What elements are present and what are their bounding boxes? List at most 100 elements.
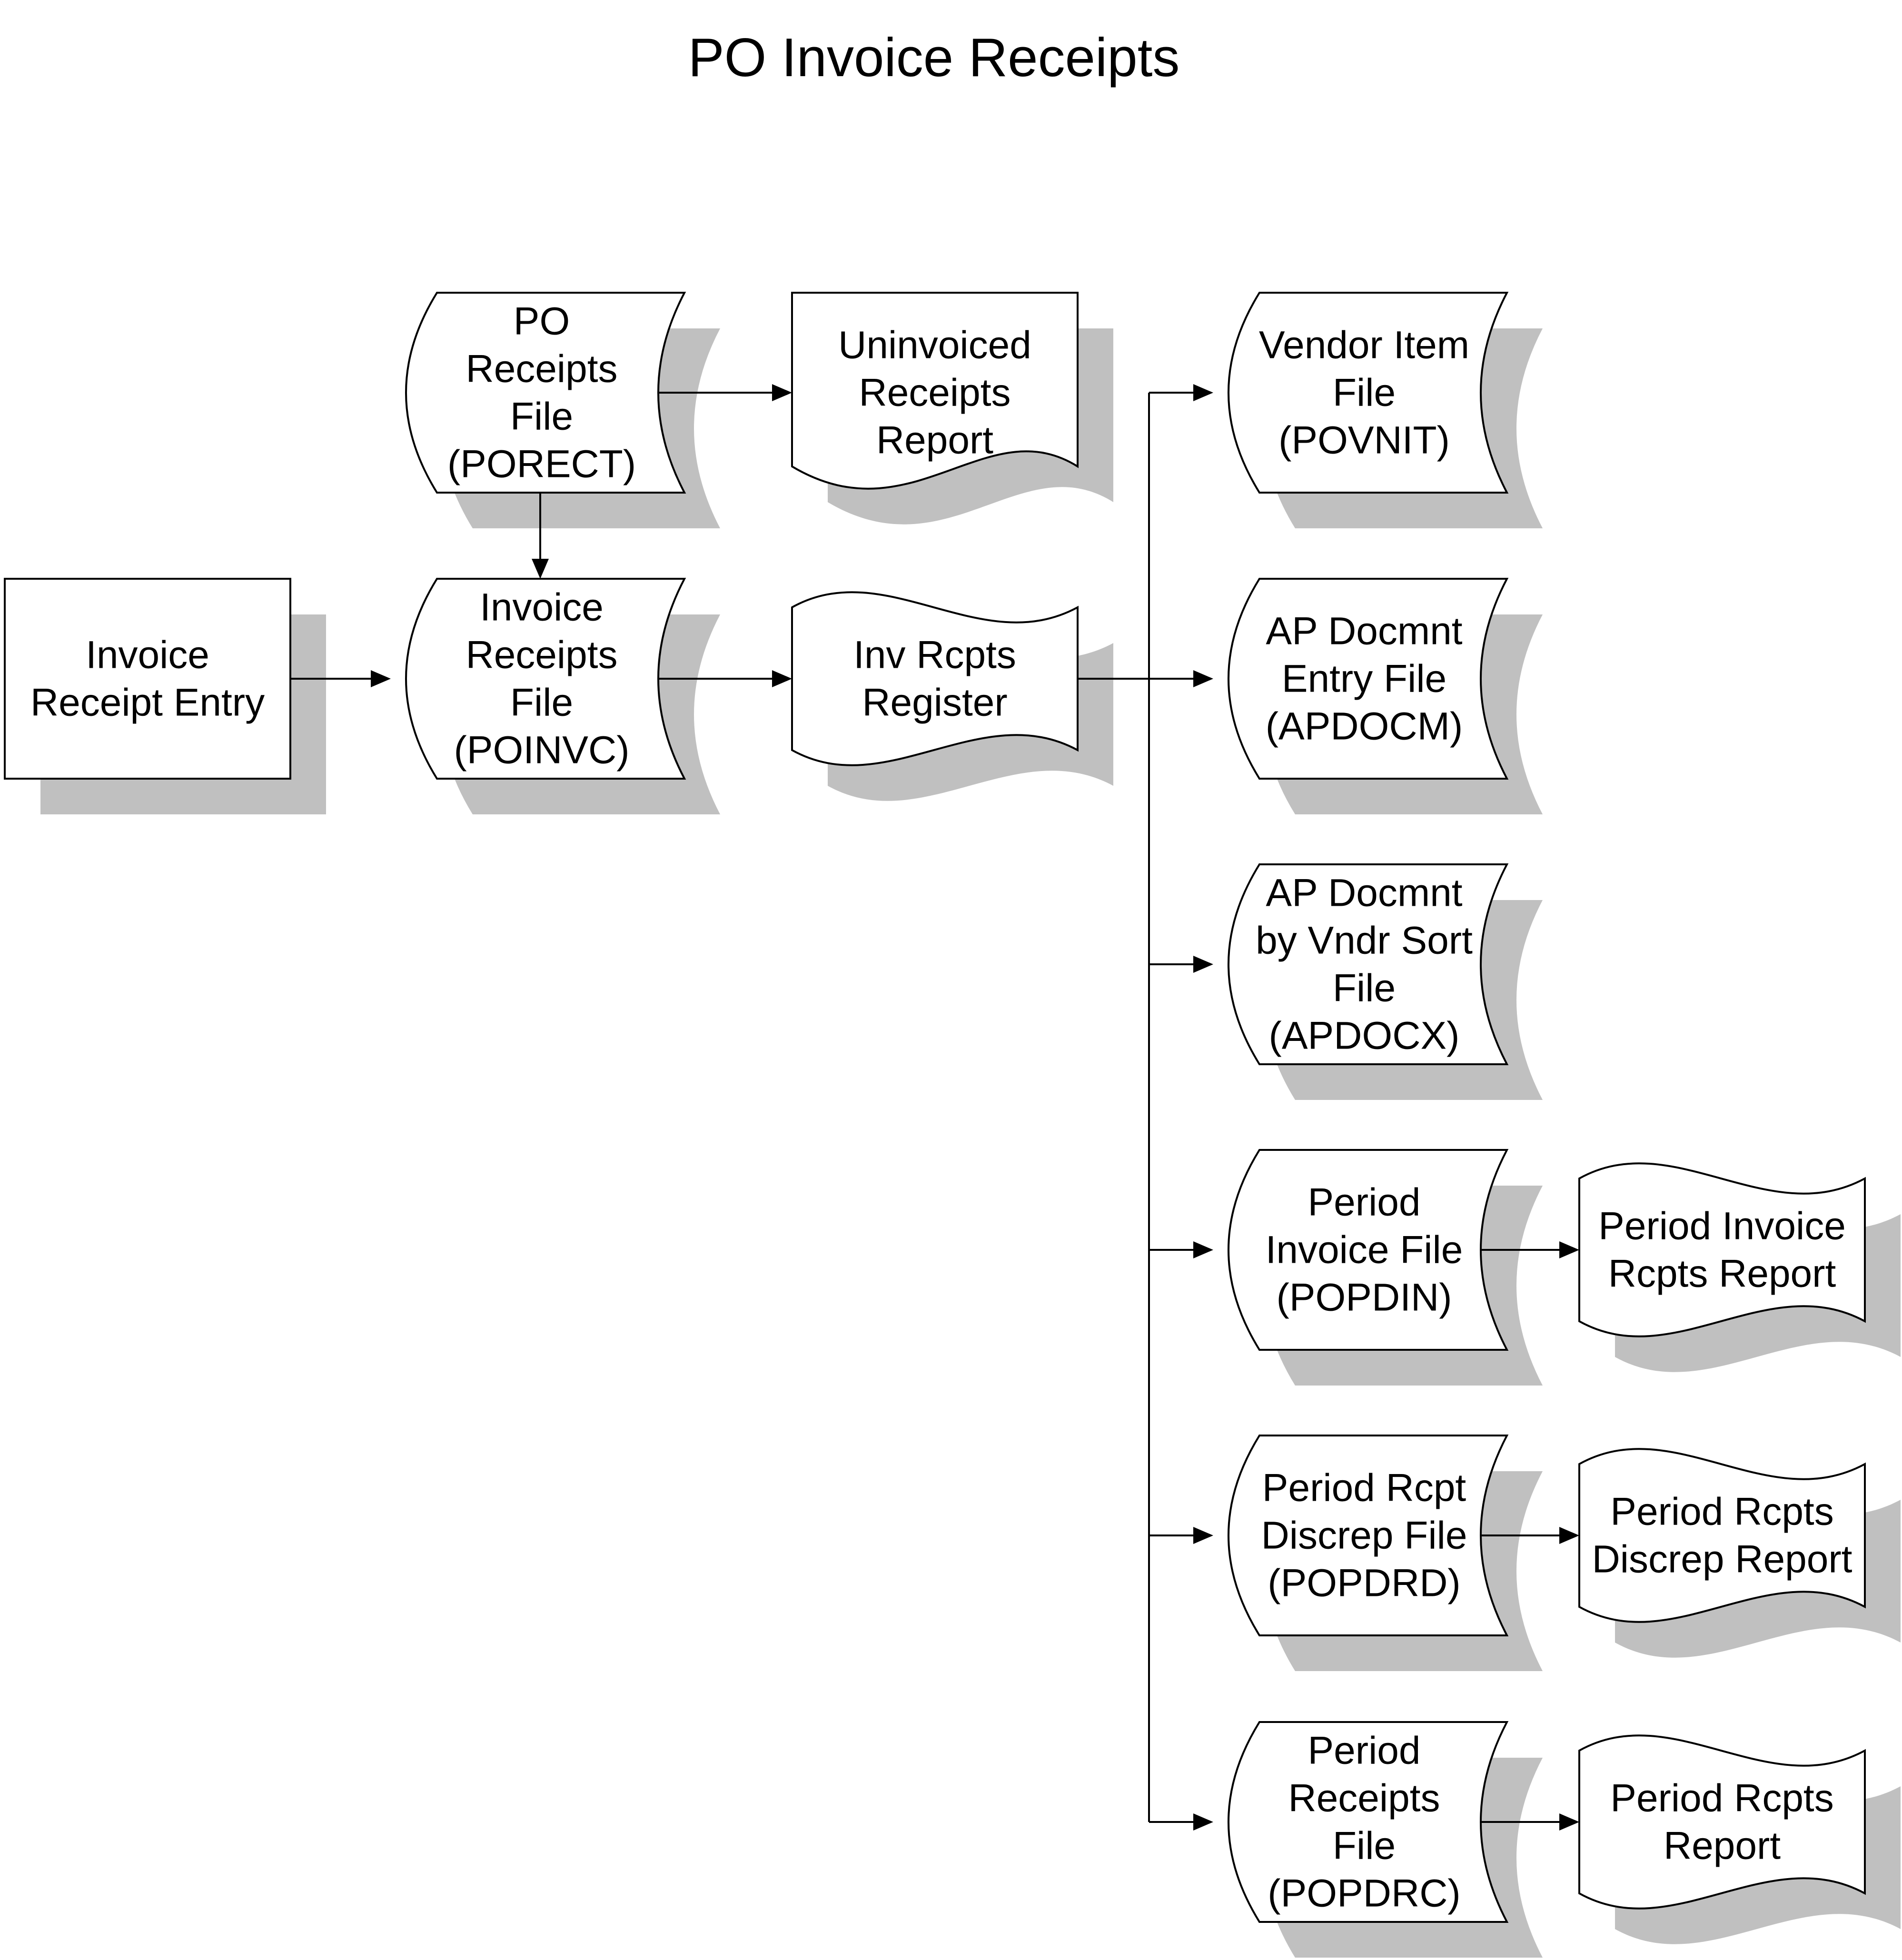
arrowhead: [371, 670, 391, 687]
po-receipts-file-label-line: File: [510, 395, 573, 438]
edge-period-rcpt-discrep-file-to-period-rcpts-discrep-report: [1481, 1527, 1579, 1544]
invoice-receipts-file-label-line: File: [510, 681, 573, 724]
arrowhead: [1193, 384, 1213, 401]
ap-docmnt-entry-file-label-line: Entry File: [1282, 657, 1446, 701]
period-invoice-rcpts-report-label-line: Rcpts Report: [1608, 1252, 1836, 1296]
punched-tape-shape: [791, 591, 1079, 766]
inv-rcpts-register-label-line: Register: [862, 681, 1007, 724]
period-invoice-rcpts-report-label-line: Period Invoice: [1598, 1205, 1846, 1248]
uninvoiced-receipts-report-label-line: Receipts: [859, 371, 1010, 415]
ap-docmnt-vndr-sort-file-label-line: (APDOCX): [1269, 1014, 1460, 1058]
edge-inv-rcpts-register-to-period-invoice-file: [1149, 1241, 1213, 1258]
uninvoiced-receipts-report-label-line: Report: [876, 419, 993, 462]
invoice-receipt-entry-label-line: Receipt Entry: [30, 681, 265, 724]
stored-data-shape: [1228, 1721, 1509, 1923]
edge-inv-rcpts-register-to-ap-docmnt-entry-file: [1149, 670, 1213, 687]
process-shape: [4, 578, 291, 780]
arrowhead: [1559, 1813, 1579, 1831]
period-rcpt-discrep-file-label-line: Discrep File: [1261, 1514, 1467, 1557]
po-receipts-file-label-line: Receipts: [466, 347, 617, 391]
period-rcpts-discrep-report-label-line: Period Rcpts: [1610, 1490, 1833, 1534]
arrowhead: [772, 670, 792, 687]
stored-data-shape: [1228, 578, 1509, 780]
vendor-item-file-label-line: File: [1333, 371, 1396, 415]
arrowhead: [1559, 1241, 1579, 1258]
period-receipts-file-label-line: File: [1333, 1824, 1396, 1868]
stored-data-shape: [405, 292, 686, 494]
arrowhead: [772, 384, 792, 401]
edge-invoice-receipts-file-to-inv-rcpts-register: [658, 670, 792, 687]
edge-period-receipts-file-to-period-rcpts-report: [1481, 1813, 1579, 1831]
period-rcpt-discrep-file-label-line: Period Rcpt: [1262, 1466, 1466, 1510]
period-invoice-file-label-line: (POPDIN): [1277, 1276, 1452, 1319]
stored-data-shape: [1228, 863, 1509, 1065]
arrowhead: [1193, 1527, 1213, 1544]
document-shape: [791, 292, 1079, 490]
inv-rcpts-register-label-line: Inv Rcpts: [853, 634, 1016, 677]
punched-tape-shape: [1578, 1448, 1866, 1623]
invoice-receipts-file-label-line: Invoice: [480, 586, 604, 629]
period-receipts-file-label-line: Period: [1308, 1729, 1420, 1772]
uninvoiced-receipts-report-label-line: Uninvoiced: [838, 324, 1031, 367]
connectors-layer: [290, 384, 1579, 1831]
po-receipts-file-label-line: (PORECT): [447, 443, 636, 486]
stored-data-shape: [1228, 292, 1509, 494]
ap-docmnt-entry-file-label-line: AP Docmnt: [1266, 610, 1462, 653]
ap-docmnt-vndr-sort-file-label-line: by Vndr Sort: [1256, 919, 1473, 962]
arrowhead: [1193, 1241, 1213, 1258]
period-invoice-file-label-line: Period: [1308, 1181, 1420, 1224]
stored-data-shape: [1228, 1149, 1509, 1351]
ap-docmnt-entry-file-label-line: (APDOCM): [1266, 705, 1463, 748]
ap-docmnt-vndr-sort-file-label-line: AP Docmnt: [1266, 871, 1462, 915]
edge-inv-rcpts-register-to-vendor-item-file: [1149, 384, 1213, 401]
edge-invoice-receipt-entry-to-invoice-receipts-file: [290, 670, 391, 687]
edge-inv-rcpts-register-to-ap-docmnt-vndr-sort-file: [1149, 956, 1213, 973]
arrowhead: [1193, 670, 1213, 687]
stored-data-shape: [405, 578, 686, 780]
arrowhead: [1193, 956, 1213, 973]
period-invoice-file-label-line: Invoice File: [1266, 1228, 1463, 1272]
arrowhead: [1559, 1527, 1579, 1544]
vendor-item-file-label-line: (POVNIT): [1278, 419, 1450, 462]
period-receipts-file-label-line: (POPDRC): [1268, 1872, 1460, 1915]
edge-period-invoice-file-to-period-invoice-rcpts-report: [1481, 1241, 1579, 1258]
arrowhead: [532, 559, 549, 579]
edge-inv-rcpts-register-to-period-rcpt-discrep-file: [1149, 1527, 1213, 1544]
ap-docmnt-vndr-sort-file-label-line: File: [1333, 967, 1396, 1010]
period-rcpts-report-label-line: Period Rcpts: [1610, 1777, 1833, 1820]
period-rcpt-discrep-file-label-line: (POPDRD): [1268, 1562, 1460, 1605]
edge-inv-rcpts-register-to-period-receipts-file: [1149, 1813, 1213, 1831]
period-receipts-file-label-line: Receipts: [1288, 1777, 1440, 1820]
punched-tape-shape: [1578, 1162, 1866, 1337]
invoice-receipt-entry-label-line: Invoice: [86, 634, 209, 677]
arrowhead: [1193, 1813, 1213, 1831]
vendor-item-file-label-line: Vendor Item: [1259, 324, 1469, 367]
po-receipts-file-label-line: PO: [514, 300, 570, 343]
period-rcpts-report-label-line: Report: [1664, 1824, 1781, 1868]
invoice-receipts-file-label-line: Receipts: [466, 634, 617, 677]
stored-data-shape: [1228, 1435, 1509, 1636]
invoice-receipts-file-label-line: (POINVC): [454, 729, 630, 772]
edge-po-receipts-file-to-uninvoiced-receipts-report: [658, 384, 792, 401]
punched-tape-shape: [1578, 1734, 1866, 1910]
edge-po-receipts-file-to-invoice-receipts-file: [532, 493, 549, 579]
shadows-layer: [40, 328, 1901, 1958]
diagram-title: PO Invoice Receipts: [688, 28, 1180, 88]
period-rcpts-discrep-report-label-line: Discrep Report: [1592, 1538, 1852, 1581]
